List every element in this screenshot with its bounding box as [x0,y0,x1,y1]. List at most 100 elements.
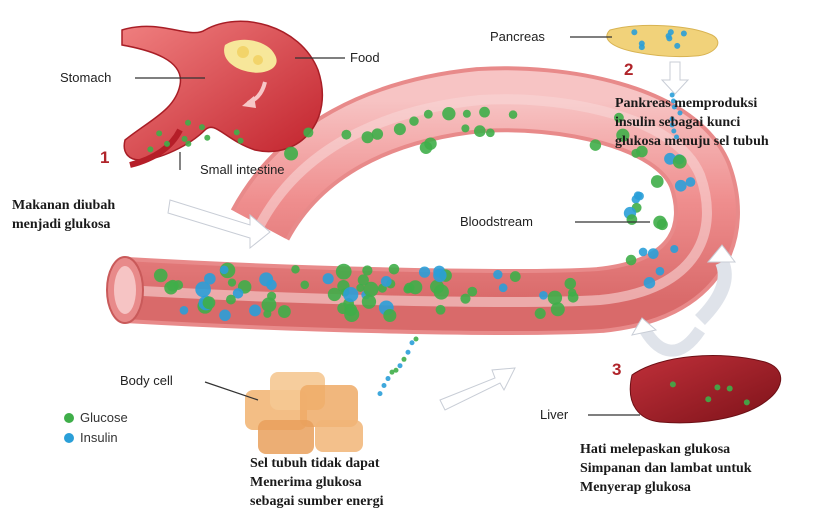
step-number-2: 2 [624,60,633,80]
glucose-particle [402,357,407,362]
glucose-particle [409,116,418,125]
glucose-particle [414,337,419,342]
glucose-particle [651,175,664,188]
step-number-3: 3 [612,360,621,380]
glucose-particle [535,308,546,319]
insulin-swatch-icon [64,433,74,443]
insulin-particle [639,248,648,257]
glucose-particle [590,139,601,150]
insulin-particle [433,269,446,282]
insulin-particle [398,363,403,368]
glucose-particle [430,280,444,294]
glucose-particle [341,130,351,140]
insulin-particle [499,283,508,292]
glucose-particle [394,123,406,135]
insulin-particle [670,245,678,253]
glucose-particle [362,295,376,309]
caption-line: Menyerap glukosa [580,478,752,497]
glucose-particle [185,141,191,147]
glucose-particle [383,309,396,322]
insulin-particle [644,277,656,289]
caption-line: sebagai sumber energi [250,492,384,511]
food-label: Food [350,50,380,65]
glucose-particle [167,280,179,292]
glucose-particle [486,128,495,137]
insulin-particle [378,391,383,396]
legend-insulin-label: Insulin [80,430,118,445]
step-number-1: 1 [100,148,109,168]
insulin-particle [219,310,231,322]
caption-line: Sel tubuh tidak dapat [250,454,384,473]
insulin-particle [180,306,189,315]
glucose-particle [156,130,162,136]
glucose-particle [565,278,577,290]
glucose-particle [204,135,210,141]
glucose-particle [714,384,720,390]
insulin-particle [668,29,674,35]
insulin-particle [666,35,672,41]
insulin-particle [204,273,216,285]
glucose-particle [653,216,666,229]
glucose-particle [185,120,191,126]
caption-line: Pankreas memproduksi [615,94,769,113]
glucose-particle [344,307,359,322]
bloodstream-label: Bloodstream [460,214,533,229]
insulin-particle [343,287,358,302]
glucose-particle [182,136,188,142]
insulin-particle [674,43,680,49]
glucose-particle [394,368,399,373]
glucose-particle [263,310,271,318]
glucose-particle [442,107,455,120]
caption-line: Simpanan dan lambat untuk [580,459,752,478]
caption-line: glukosa menuju sel tubuh [615,132,769,151]
insulin-particle [410,340,415,345]
caption-body-cell-cannot: Sel tubuh tidak dapat Menerima glukosa s… [250,454,384,511]
liver-label: Liver [540,407,568,422]
glucose-particle [389,264,400,275]
glucose-particle [670,381,676,387]
liver-organ [630,356,780,423]
glucose-particle [267,292,276,301]
insulin-particle [382,383,387,388]
glucose-particle [226,295,236,305]
stomach-label: Stomach [60,70,111,85]
legend-glucose-label: Glucose [80,410,128,425]
insulin-particle [648,248,659,259]
glucose-particle [203,296,216,309]
glucose-particle [510,271,521,282]
caption-food-to-glucose: Makanan diubah menjadi glukosa [12,196,115,234]
glucose-particle [705,396,711,402]
glucose-particle [154,269,168,283]
glucose-particle [403,285,412,294]
insulin-particle [639,41,645,47]
glucose-particle [228,278,236,286]
glucose-particle [627,214,638,225]
legend-glucose: Glucose [64,410,128,425]
insulin-particle [656,267,665,276]
glucose-particle [199,124,205,130]
glucose-particle [673,155,687,169]
glucose-swatch-icon [64,413,74,423]
insulin-particle [381,276,392,287]
caption-line: Makanan diubah [12,196,115,215]
stomach-organ [122,21,322,165]
insulin-particle [419,267,430,278]
caption-line: menjadi glukosa [12,215,115,234]
insulin-particle [493,270,502,279]
insulin-particle [249,305,261,317]
insulin-particle [635,192,644,201]
pancreas-label: Pancreas [490,29,545,44]
glucose-particle [479,107,490,118]
glucose-particle [303,127,313,137]
glucose-particle [164,141,170,147]
glucose-particle [420,141,433,154]
glucose-particle [147,146,153,152]
glucose-particle [509,110,518,119]
glucose-particle [461,124,469,132]
glucose-particle [568,292,579,303]
glucose-particle [467,287,477,297]
glucose-particle [362,131,374,143]
small-intestine-label: Small intestine [200,162,285,177]
caption-pancreas-insulin: Pankreas memproduksi insulin sebagai kun… [615,94,769,151]
